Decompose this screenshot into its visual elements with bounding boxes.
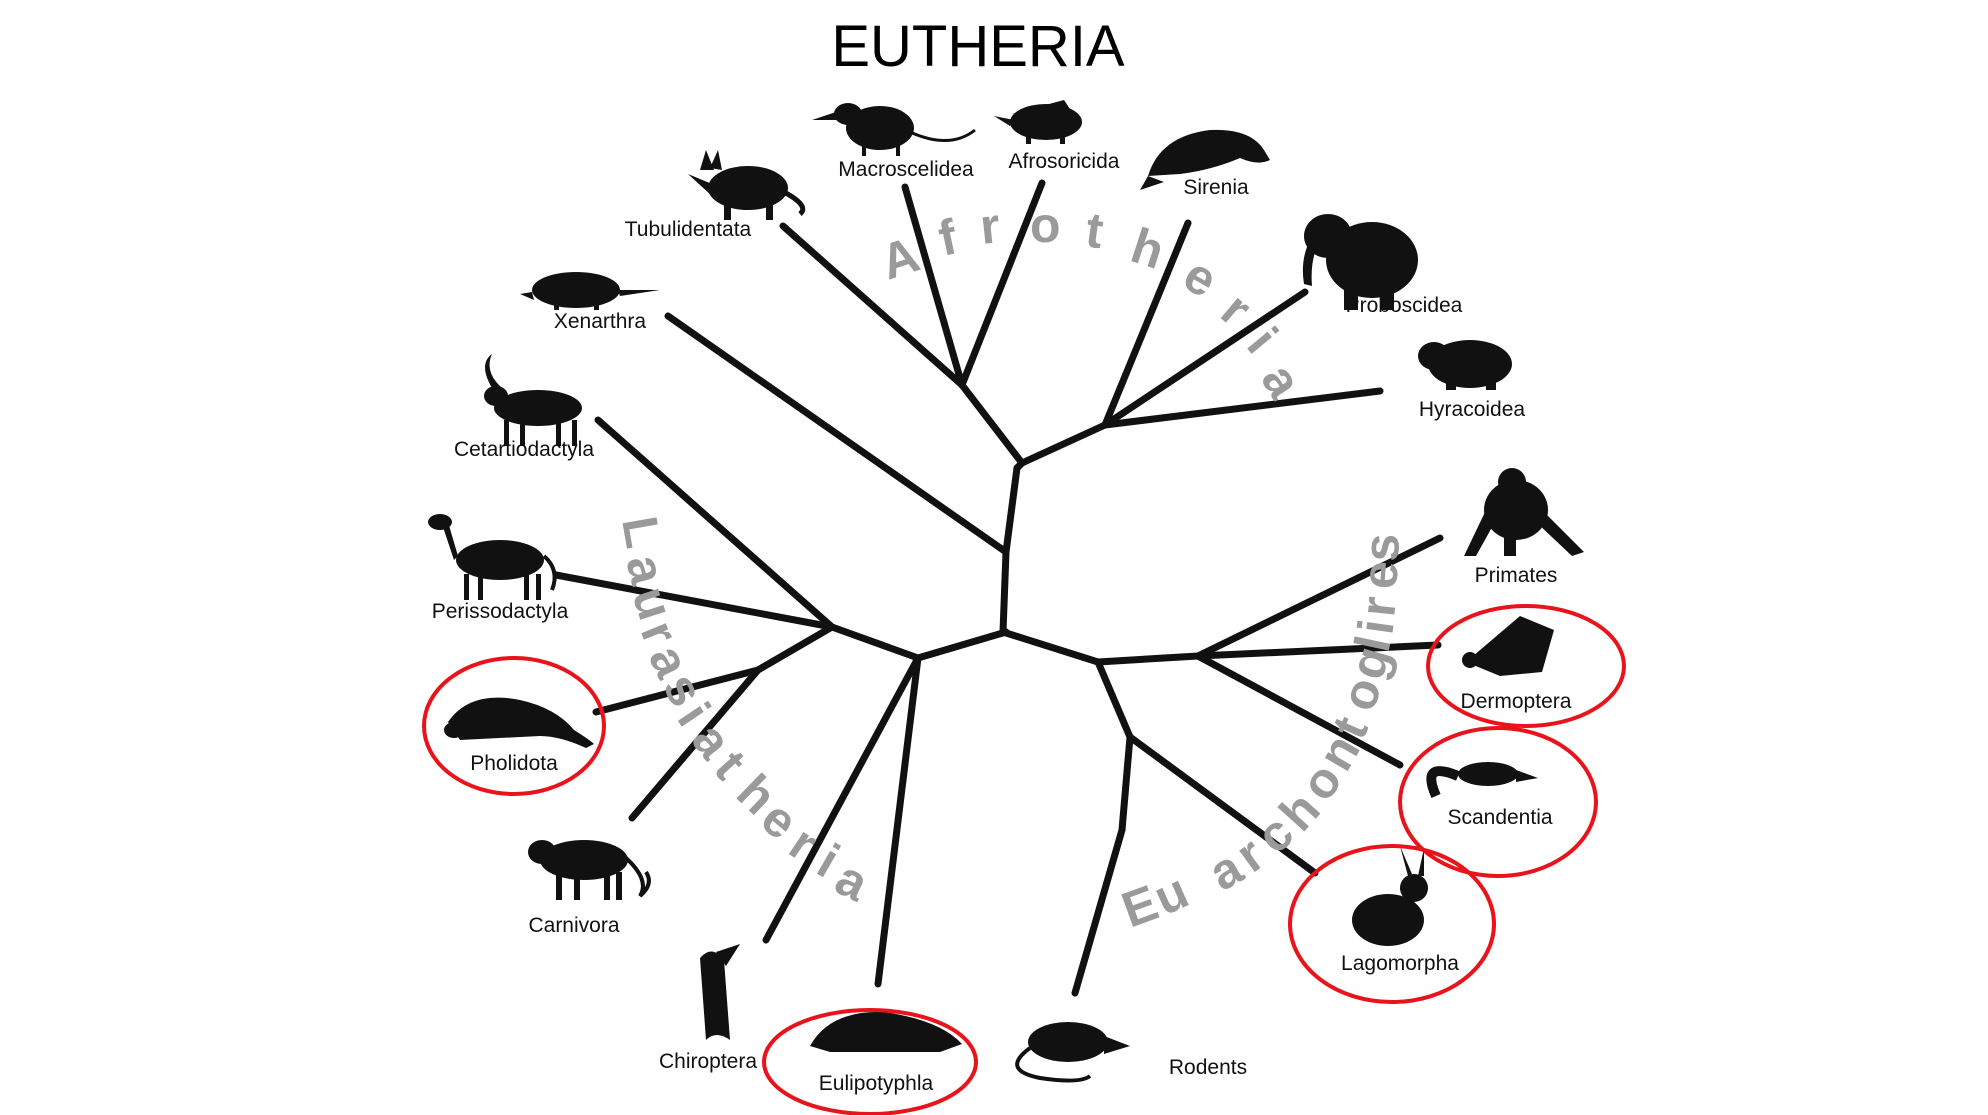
label-scandentia: Scandentia: [1447, 806, 1552, 829]
label-proboscidea: Proboscidea: [1346, 294, 1463, 317]
label-hyracoidea: Hyracoidea: [1419, 398, 1526, 421]
branch-dermoptera: [1194, 641, 1442, 660]
label-tubulidentata: Tubulidentata: [625, 218, 752, 241]
branch-afro-right: [1018, 421, 1109, 467]
aardvark-icon: [688, 150, 806, 220]
branch-root-xen: [664, 312, 1010, 556]
svg-text:h: h: [1125, 217, 1171, 280]
label-eulipotyphla: Eulipotyphla: [819, 1072, 934, 1095]
elephant-icon: [1302, 214, 1418, 310]
branch-macroscelidea: [901, 183, 966, 389]
svg-text:s: s: [1353, 533, 1410, 563]
bat-icon: [700, 944, 740, 1040]
diagram-title: EUTHERIA: [831, 14, 1125, 79]
branch-tubulidentata: [779, 222, 966, 389]
svg-text:r: r: [977, 197, 1002, 255]
clade-label-euarchontoglires: E u a r c h o n t o g l i r e s: [1115, 533, 1410, 939]
label-xenarthra: Xenarthra: [554, 310, 647, 333]
label-sirenia: Sirenia: [1183, 176, 1249, 199]
mole-icon: [810, 1011, 962, 1052]
rabbit-icon: [1352, 846, 1428, 946]
branch-chiroptera: [762, 654, 922, 944]
branch-laura-inner: [828, 623, 922, 662]
horse-icon: [428, 514, 557, 600]
branch-root-euarch: [999, 628, 1102, 666]
label-chiroptera: Chiroptera: [659, 1050, 757, 1073]
branch-scandentia: [1194, 652, 1404, 769]
branch-euarch-up: [1094, 652, 1202, 666]
taxon-labels: Macroscelidea Afrosoricida Sirenia Tubul…: [432, 150, 1572, 1095]
label-cetartiodactyla: Cetartiodactyla: [454, 438, 594, 461]
highlight-ring-eulipotyphla: [762, 1008, 978, 1115]
branch-afrosoricida: [958, 179, 1046, 389]
svg-text:e: e: [1175, 246, 1227, 308]
svg-text:f: f: [934, 208, 962, 266]
branch-eulipotyphla: [874, 654, 922, 988]
animal-silhouettes: [428, 100, 1584, 1083]
label-dermoptera: Dermoptera: [1461, 690, 1572, 713]
tenrec-icon: [994, 100, 1082, 144]
branch-pholidota: [592, 666, 762, 716]
branch-perissodactyla: [552, 571, 836, 631]
highlight-ring-lagomorpha: [1288, 844, 1496, 1004]
branch-root-afro: [1002, 464, 1021, 556]
chimpanzee-icon: [1464, 468, 1584, 556]
svg-text:L: L: [611, 512, 671, 552]
tree-branches: [552, 179, 1444, 997]
branch-root-trunk: [999, 548, 1010, 636]
branch-lagomorpha: [1126, 733, 1319, 877]
ibex-icon: [484, 354, 582, 446]
big-cat-icon: [528, 840, 651, 900]
label-carnivora: Carnivora: [528, 914, 619, 937]
highlight-ring-pholidota: [422, 656, 606, 796]
elephant-shrew-icon: [812, 103, 976, 156]
branch-carnivora: [628, 666, 762, 822]
label-macroscelidea: Macroscelidea: [838, 158, 974, 181]
svg-text:e: e: [1351, 559, 1409, 591]
branch-root-laura: [914, 628, 1010, 662]
highlight-ring-scandentia: [1398, 726, 1598, 878]
armadillo-icon: [520, 272, 660, 310]
branch-laura-low: [754, 623, 836, 674]
branch-rodents: [1071, 826, 1126, 997]
hyrax-icon: [1418, 340, 1512, 390]
treeshrew-icon: [1426, 762, 1538, 799]
branch-hyracoidea: [1101, 387, 1384, 429]
label-pholidota: Pholidota: [470, 752, 558, 775]
clade-label-laurasiatheria: L a u r a s i a t h e r i a: [611, 512, 878, 912]
label-lagomorpha: Lagomorpha: [1341, 952, 1459, 975]
label-perissodactyla: Perissodactyla: [432, 600, 569, 623]
manatee-icon: [1140, 129, 1270, 190]
label-afrosoricida: Afrosoricida: [1009, 150, 1120, 173]
branch-primates: [1194, 534, 1444, 660]
rat-icon: [1015, 1022, 1130, 1083]
branch-sirenia: [1101, 219, 1192, 429]
colugo-icon: [1462, 616, 1554, 676]
highlight-ring-dermoptera: [1426, 604, 1626, 728]
branch-rodents-stem: [1118, 733, 1134, 834]
branch-afro-left: [958, 381, 1026, 467]
svg-text:t: t: [1082, 201, 1107, 259]
branch-euarch-down: [1094, 658, 1134, 741]
svg-text:r: r: [1349, 594, 1407, 619]
pangolin-icon: [444, 697, 594, 748]
svg-text:o: o: [1030, 197, 1061, 253]
label-rodents: Rodents: [1169, 1056, 1247, 1079]
highlight-rings: [422, 604, 1626, 1115]
label-primates: Primates: [1475, 564, 1558, 587]
branch-cetartiodactyla: [594, 416, 836, 631]
branch-proboscidea: [1101, 288, 1309, 429]
